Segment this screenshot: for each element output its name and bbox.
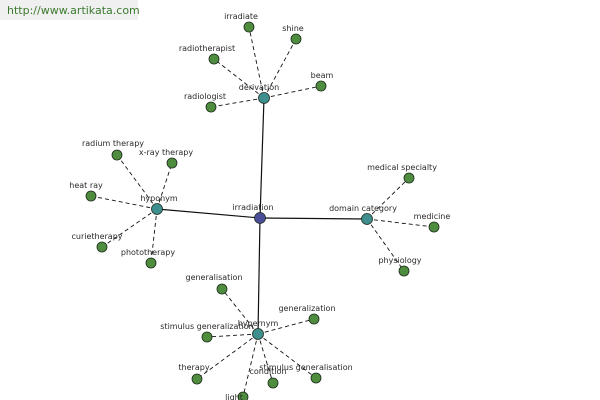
node-therapy[interactable]	[191, 373, 203, 385]
node-label-hypernym[interactable]: hypernym	[238, 319, 279, 328]
edge-hypernym-stimulus-generalization	[206, 333, 259, 338]
node-label-shine[interactable]: shine	[282, 24, 304, 33]
node-stimulus-generalisation[interactable]	[310, 372, 322, 384]
edge-derivation-irradiate	[248, 26, 265, 99]
node-label-radium-therapy[interactable]: radium therapy	[82, 139, 144, 148]
node-generalisation[interactable]	[216, 283, 228, 295]
edge-hypernym-generalization	[257, 318, 315, 335]
node-medical-specialty[interactable]	[403, 172, 415, 184]
node-label-radiotherapist[interactable]: radiotherapist	[179, 44, 235, 53]
edge-hypernym-condition	[257, 333, 274, 384]
node-label-therapy[interactable]: therapy	[178, 363, 209, 372]
node-radiotherapist[interactable]	[208, 53, 220, 65]
edge-irradiation-hypernym	[257, 217, 261, 335]
node-irradiation[interactable]	[254, 212, 266, 224]
node-irradiate[interactable]	[243, 21, 255, 33]
edge-domain-category-medical-specialty	[366, 177, 410, 220]
node-label-curietherapy[interactable]: curietherapy	[71, 232, 122, 241]
node-curietherapy[interactable]	[96, 241, 108, 253]
edge-hypernym-therapy	[196, 333, 259, 380]
node-label-irradiate[interactable]: irradiate	[224, 12, 258, 21]
node-label-radiologist[interactable]: radiologist	[184, 92, 226, 101]
node-shine[interactable]	[290, 33, 302, 45]
node-label-generalisation[interactable]: generalisation	[185, 273, 242, 282]
edge-irradiation-derivation	[259, 97, 265, 219]
node-label-generalization[interactable]: generalization	[278, 304, 335, 313]
edge-hyponym-radium-therapy	[116, 154, 158, 210]
node-label-heat-ray[interactable]: heat ray	[69, 181, 103, 190]
edge-hyponym-x-ray-therapy	[156, 162, 173, 210]
node-label-medical-specialty[interactable]: medical specialty	[367, 163, 437, 172]
edge-hypernym-generalisation	[221, 288, 259, 335]
source-url-link[interactable]: http://www.artikata.com	[7, 4, 140, 17]
node-heat-ray[interactable]	[85, 190, 97, 202]
edge-hyponym-phototherapy	[150, 208, 158, 264]
node-generalization[interactable]	[308, 313, 320, 325]
graph-labels: irradiation derivation hyponym domain categ…	[69, 12, 450, 400]
source-url-bar: http://www.artikata.com	[0, 0, 140, 20]
graph-nodes	[85, 21, 440, 400]
node-light[interactable]	[237, 391, 249, 400]
node-physiology[interactable]	[398, 265, 410, 277]
node-radiologist[interactable]	[205, 101, 217, 113]
edge-irradiation-hyponym	[156, 208, 261, 219]
edge-derivation-radiologist	[210, 97, 265, 108]
node-label-phototherapy[interactable]: phototherapy	[121, 248, 175, 257]
node-label-medicine[interactable]: medicine	[414, 212, 451, 221]
edge-domain-category-medicine	[366, 218, 435, 228]
edge-irradiation-domain-category	[259, 217, 368, 220]
edge-hypernym-stimulus-generalisation	[257, 333, 317, 379]
node-label-x-ray-therapy[interactable]: x-ray therapy	[139, 148, 193, 157]
node-label-domain-category[interactable]: domain category	[329, 204, 397, 213]
node-phototherapy[interactable]	[145, 257, 157, 269]
node-domain-category[interactable]	[361, 213, 373, 225]
node-medicine[interactable]	[428, 221, 440, 233]
edge-hyponym-curietherapy	[101, 208, 158, 248]
node-beam[interactable]	[315, 80, 327, 92]
node-radium-therapy[interactable]	[111, 149, 123, 161]
node-x-ray-therapy[interactable]	[166, 157, 178, 169]
node-label-hyponym[interactable]: hyponym	[140, 194, 178, 203]
edge-derivation-radiotherapist	[213, 58, 265, 99]
edge-hypernym-light	[242, 333, 259, 398]
node-derivation[interactable]	[258, 92, 270, 104]
edge-derivation-beam	[263, 85, 322, 99]
node-stimulus-generalization[interactable]	[201, 331, 213, 343]
edge-hyponym-heat-ray	[90, 195, 158, 210]
node-label-beam[interactable]: beam	[311, 71, 334, 80]
node-label-irradiation[interactable]: irradiation	[232, 203, 273, 212]
node-label-stimulus-generalization[interactable]: stimulus generalization	[160, 322, 253, 331]
node-hyponym[interactable]	[151, 203, 163, 215]
node-label-condition[interactable]: condition	[250, 367, 287, 376]
graph-edges	[90, 26, 435, 398]
node-label-physiology[interactable]: physiology	[378, 256, 421, 265]
edge-domain-category-physiology	[366, 218, 405, 272]
node-label-light[interactable]: light	[225, 393, 243, 400]
node-hypernym[interactable]	[252, 328, 264, 340]
node-label-derivation[interactable]: derivation	[239, 83, 279, 92]
node-label-stimulus-generalisation[interactable]: stimulus generalisation	[259, 363, 352, 372]
node-condition[interactable]	[267, 377, 279, 389]
